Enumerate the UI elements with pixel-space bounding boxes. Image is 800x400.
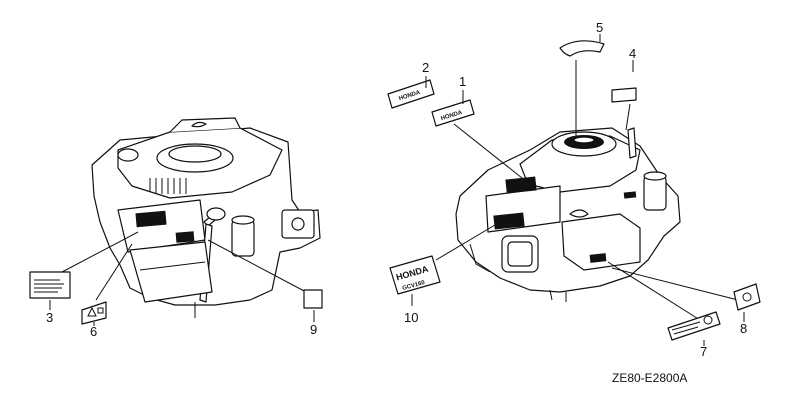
- left-leader-lines: [61, 231, 307, 301]
- callout-7: 7: [700, 344, 707, 359]
- decal-10: HONDA GCV160: [389, 255, 441, 295]
- decal-6-warning-icon: [81, 301, 107, 325]
- decal-2: HONDA: [387, 79, 435, 109]
- right-leader-lines: [435, 60, 739, 321]
- decal-5-arc: [559, 40, 605, 57]
- callout-3: 3: [46, 310, 53, 325]
- left-engine-illustration: [91, 117, 321, 318]
- right-engine-illustration: [455, 127, 681, 302]
- callout-1: 1: [459, 74, 466, 89]
- decal-4: [611, 87, 637, 103]
- callout-8: 8: [740, 321, 747, 336]
- decal-1: HONDA: [431, 99, 475, 127]
- callout-2: 2: [422, 60, 429, 75]
- callout-9: 9: [310, 322, 317, 337]
- decal-8: [733, 283, 761, 311]
- callout-4: 4: [629, 46, 636, 61]
- callout-6: 6: [90, 324, 97, 339]
- decal-3: [29, 271, 71, 299]
- callout-5: 5: [596, 20, 603, 35]
- drawing-code: ZE80-E2800A: [612, 371, 687, 385]
- decal-9: [303, 289, 323, 309]
- callout-labels: 1 2 3 4 5 6 7 8 9 10: [46, 20, 747, 359]
- callout-10: 10: [404, 310, 418, 325]
- decal-7: [667, 311, 721, 341]
